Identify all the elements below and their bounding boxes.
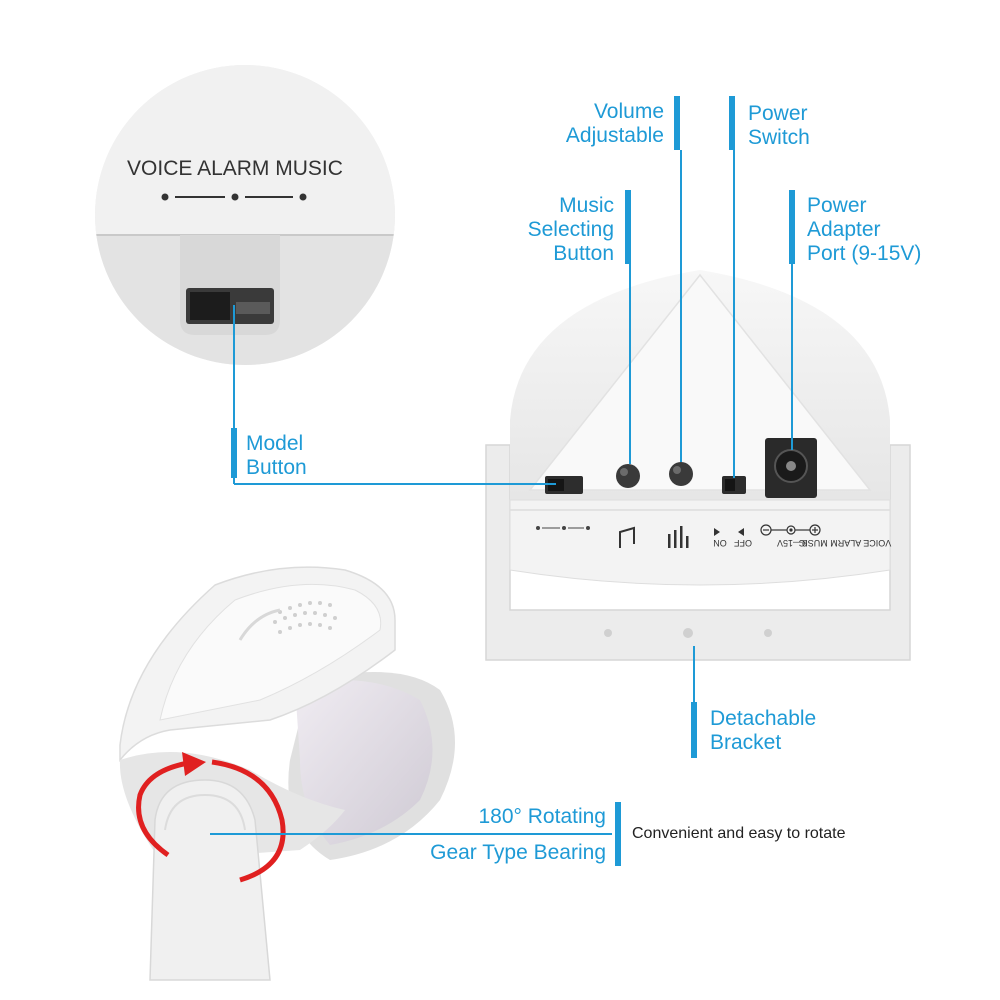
device-on-label: ON (713, 538, 727, 548)
zoom-mode-labels: VOICE ALARM MUSIC (127, 157, 343, 180)
device-mode-labels: VOICE ALARM MUSIC (798, 538, 891, 548)
pir-lens (295, 680, 433, 845)
callout-power-port: Power Adapter Port (9-15V) (807, 194, 922, 265)
zoom-panel: VOICE ALARM MUSIC (95, 65, 395, 365)
device-off-label: OFF (734, 538, 752, 548)
music-select-button (616, 464, 640, 488)
callout-bracket: Detachable Bracket (710, 707, 817, 754)
pir-sensor-unit (119, 566, 455, 981)
gear-bearing-pivot (149, 779, 271, 981)
callout-music-button: Music Selecting Button (527, 194, 614, 265)
callout-volume: Volume Adjustable (565, 100, 664, 147)
device-rear-view: VOICE ALARM MUSIC ON OFF 9—15V (485, 270, 911, 661)
device-power-rating: 9—15V (777, 538, 807, 548)
callout-leaders (210, 96, 795, 866)
callout-gear-bearing: Gear Type Bearing (430, 841, 606, 864)
volume-bars-icon (668, 526, 689, 548)
callout-power-switch: Power Switch (748, 102, 810, 149)
callout-model-button: Model Button (246, 432, 307, 479)
callout-rotating: 180° Rotating (478, 805, 607, 828)
music-note-icon (619, 526, 635, 548)
volume-knob (669, 462, 693, 486)
rotate-arrow-icon (136, 752, 286, 883)
power-polarity-icon (760, 524, 821, 536)
speaker-grille (273, 601, 337, 634)
rotate-note: Convenient and easy to rotate (632, 825, 846, 842)
